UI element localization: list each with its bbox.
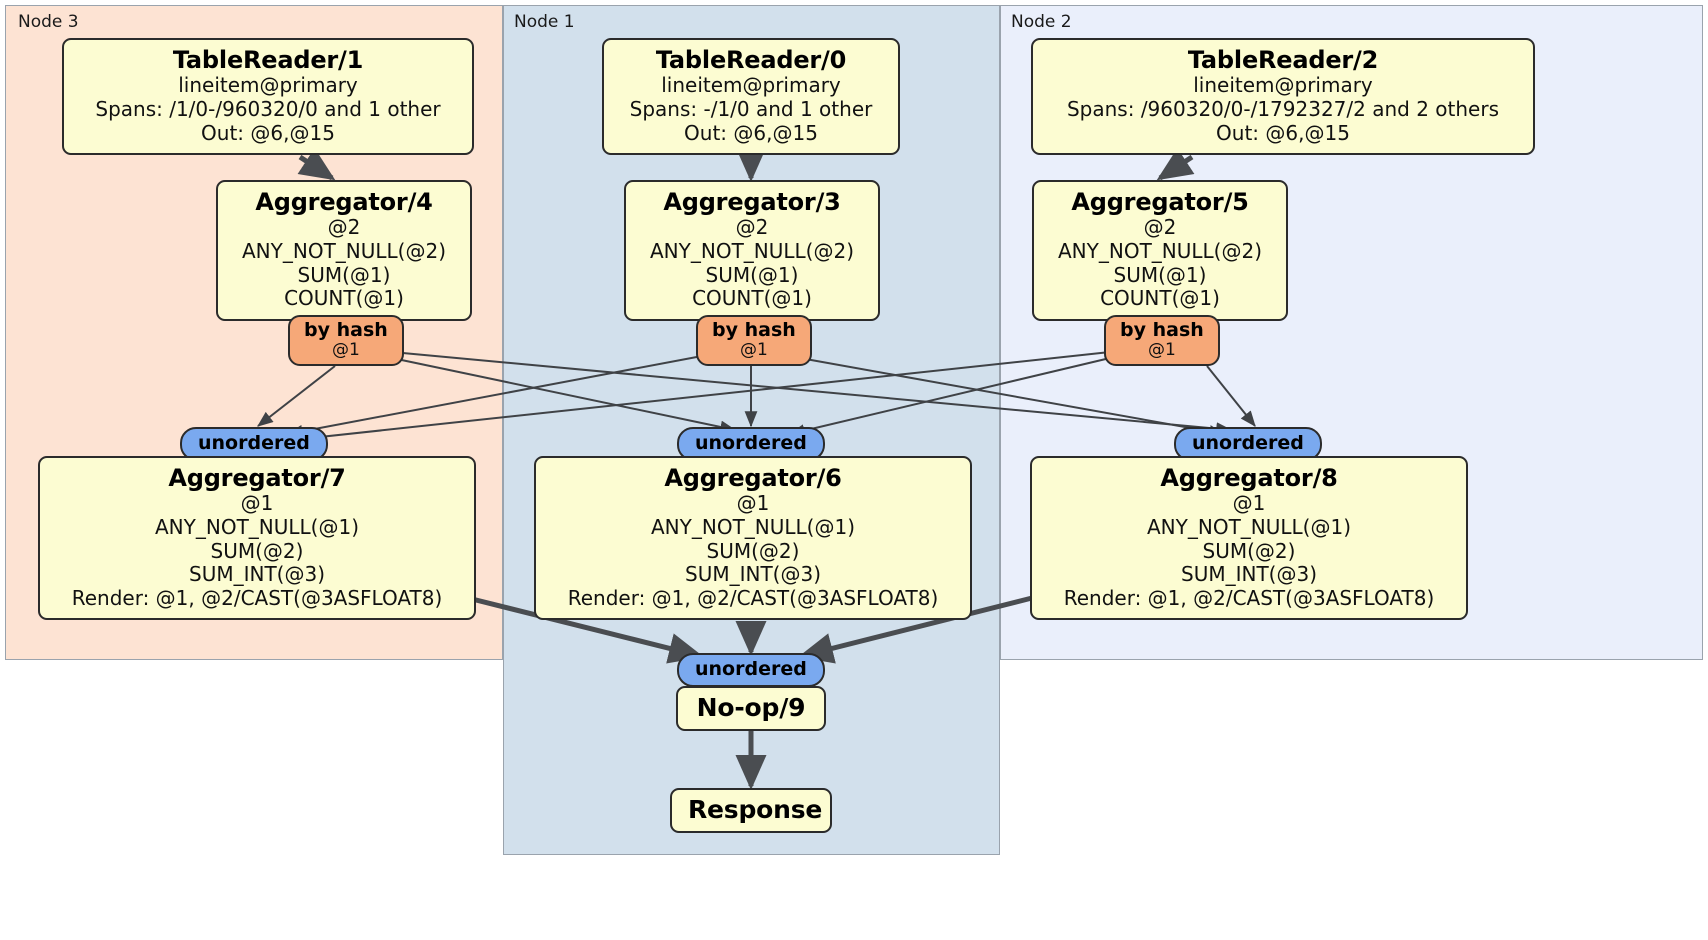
- processor-line: Render: @1, @2/CAST(@3ASFLOAT8): [567, 585, 939, 610]
- processor-line: @1: [736, 491, 770, 516]
- processor-line: lineitem@primary: [661, 73, 841, 98]
- processor-line: SUM(@1): [297, 262, 391, 287]
- processor-line: SUM(@2): [1202, 538, 1296, 563]
- processor-aggregator-6[interactable]: Aggregator/6 @1 ANY_NOT_NULL(@1) SUM(@2)…: [534, 456, 972, 621]
- processor-line: lineitem@primary: [1193, 73, 1373, 98]
- router-type-label: unordered: [198, 432, 310, 454]
- node-label-node3: Node 3: [18, 12, 79, 32]
- processor-line: Out: @6,@15: [684, 120, 818, 145]
- processor-line: COUNT(@1): [1100, 286, 1220, 311]
- processor-title: Aggregator/6: [664, 464, 842, 492]
- processor-title: Aggregator/5: [1071, 188, 1249, 216]
- processor-line: ANY_NOT_NULL(@2): [1058, 238, 1262, 263]
- processor-line: Spans: /1/0-/960320/0 and 1 other: [95, 96, 441, 121]
- node-label-node1: Node 1: [514, 12, 575, 32]
- node-label-node2: Node 2: [1011, 12, 1072, 32]
- processor-title: TableReader/0: [655, 46, 847, 74]
- processor-aggregator-8[interactable]: Aggregator/8 @1 ANY_NOT_NULL(@1) SUM(@2)…: [1030, 456, 1468, 621]
- processor-line: Spans: /960320/0-/1792327/2 and 2 others: [1066, 96, 1499, 121]
- router-column-label: @1: [331, 339, 360, 360]
- processor-title: Aggregator/4: [255, 188, 433, 216]
- router-type-label: unordered: [695, 658, 807, 680]
- processor-line: Out: @6,@15: [1216, 120, 1350, 145]
- router-type-label: unordered: [695, 432, 807, 454]
- processor-line: ANY_NOT_NULL(@2): [650, 238, 854, 263]
- processor-line: @1: [1232, 491, 1266, 516]
- router-unordered-left[interactable]: unordered: [180, 427, 328, 461]
- router-column-label: @1: [739, 339, 768, 360]
- processor-title: Response: [688, 795, 823, 824]
- processor-line: SUM(@1): [1113, 262, 1207, 287]
- processor-no-op-9[interactable]: No-op/9: [676, 686, 826, 731]
- router-type-label: by hash: [1120, 319, 1204, 341]
- processor-line: Render: @1, @2/CAST(@3ASFLOAT8): [71, 585, 443, 610]
- processor-line: Spans: -/1/0 and 1 other: [629, 96, 873, 121]
- processor-title: TableReader/1: [172, 46, 364, 74]
- processor-line: SUM(@2): [210, 538, 304, 563]
- processor-title: Aggregator/8: [1160, 464, 1338, 492]
- processor-aggregator-3[interactable]: Aggregator/3 @2 ANY_NOT_NULL(@2) SUM(@1)…: [624, 180, 880, 321]
- processor-line: Render: @1, @2/CAST(@3ASFLOAT8): [1063, 585, 1435, 610]
- processor-line: ANY_NOT_NULL(@1): [155, 514, 359, 539]
- processor-line: SUM(@1): [705, 262, 799, 287]
- processor-line: ANY_NOT_NULL(@1): [1147, 514, 1351, 539]
- router-hash-mid[interactable]: by hash @1: [696, 315, 812, 366]
- processor-title: No-op/9: [696, 693, 806, 722]
- processor-line: SUM_INT(@3): [685, 562, 821, 587]
- processor-line: Out: @6,@15: [201, 120, 335, 145]
- processor-aggregator-5[interactable]: Aggregator/5 @2 ANY_NOT_NULL(@2) SUM(@1)…: [1032, 180, 1288, 321]
- processor-line: ANY_NOT_NULL(@1): [651, 514, 855, 539]
- processor-line: SUM(@2): [706, 538, 800, 563]
- processor-line: COUNT(@1): [284, 286, 404, 311]
- processor-table-reader-1[interactable]: TableReader/1 lineitem@primary Spans: /1…: [62, 38, 474, 156]
- router-hash-left[interactable]: by hash @1: [288, 315, 404, 366]
- processor-line: SUM_INT(@3): [1181, 562, 1317, 587]
- processor-title: Aggregator/3: [663, 188, 841, 216]
- processor-line: @2: [1143, 215, 1177, 240]
- router-unordered-final[interactable]: unordered: [677, 653, 825, 687]
- router-type-label: by hash: [304, 319, 388, 341]
- processor-line: ANY_NOT_NULL(@2): [242, 238, 446, 263]
- router-hash-right[interactable]: by hash @1: [1104, 315, 1220, 366]
- processor-response[interactable]: Response: [670, 788, 832, 833]
- processor-line: @2: [735, 215, 769, 240]
- processor-title: TableReader/2: [1187, 46, 1379, 74]
- processor-line: COUNT(@1): [692, 286, 812, 311]
- router-column-label: @1: [1147, 339, 1176, 360]
- processor-line: @1: [240, 491, 274, 516]
- router-type-label: unordered: [1192, 432, 1304, 454]
- router-type-label: by hash: [712, 319, 796, 341]
- processor-aggregator-4[interactable]: Aggregator/4 @2 ANY_NOT_NULL(@2) SUM(@1)…: [216, 180, 472, 321]
- processor-title: Aggregator/7: [168, 464, 346, 492]
- processor-line: lineitem@primary: [178, 73, 358, 98]
- processor-table-reader-2[interactable]: TableReader/2 lineitem@primary Spans: /9…: [1031, 38, 1535, 156]
- processor-line: SUM_INT(@3): [189, 562, 325, 587]
- processor-line: @2: [327, 215, 361, 240]
- processor-table-reader-0[interactable]: TableReader/0 lineitem@primary Spans: -/…: [602, 38, 900, 156]
- processor-aggregator-7[interactable]: Aggregator/7 @1 ANY_NOT_NULL(@1) SUM(@2)…: [38, 456, 476, 621]
